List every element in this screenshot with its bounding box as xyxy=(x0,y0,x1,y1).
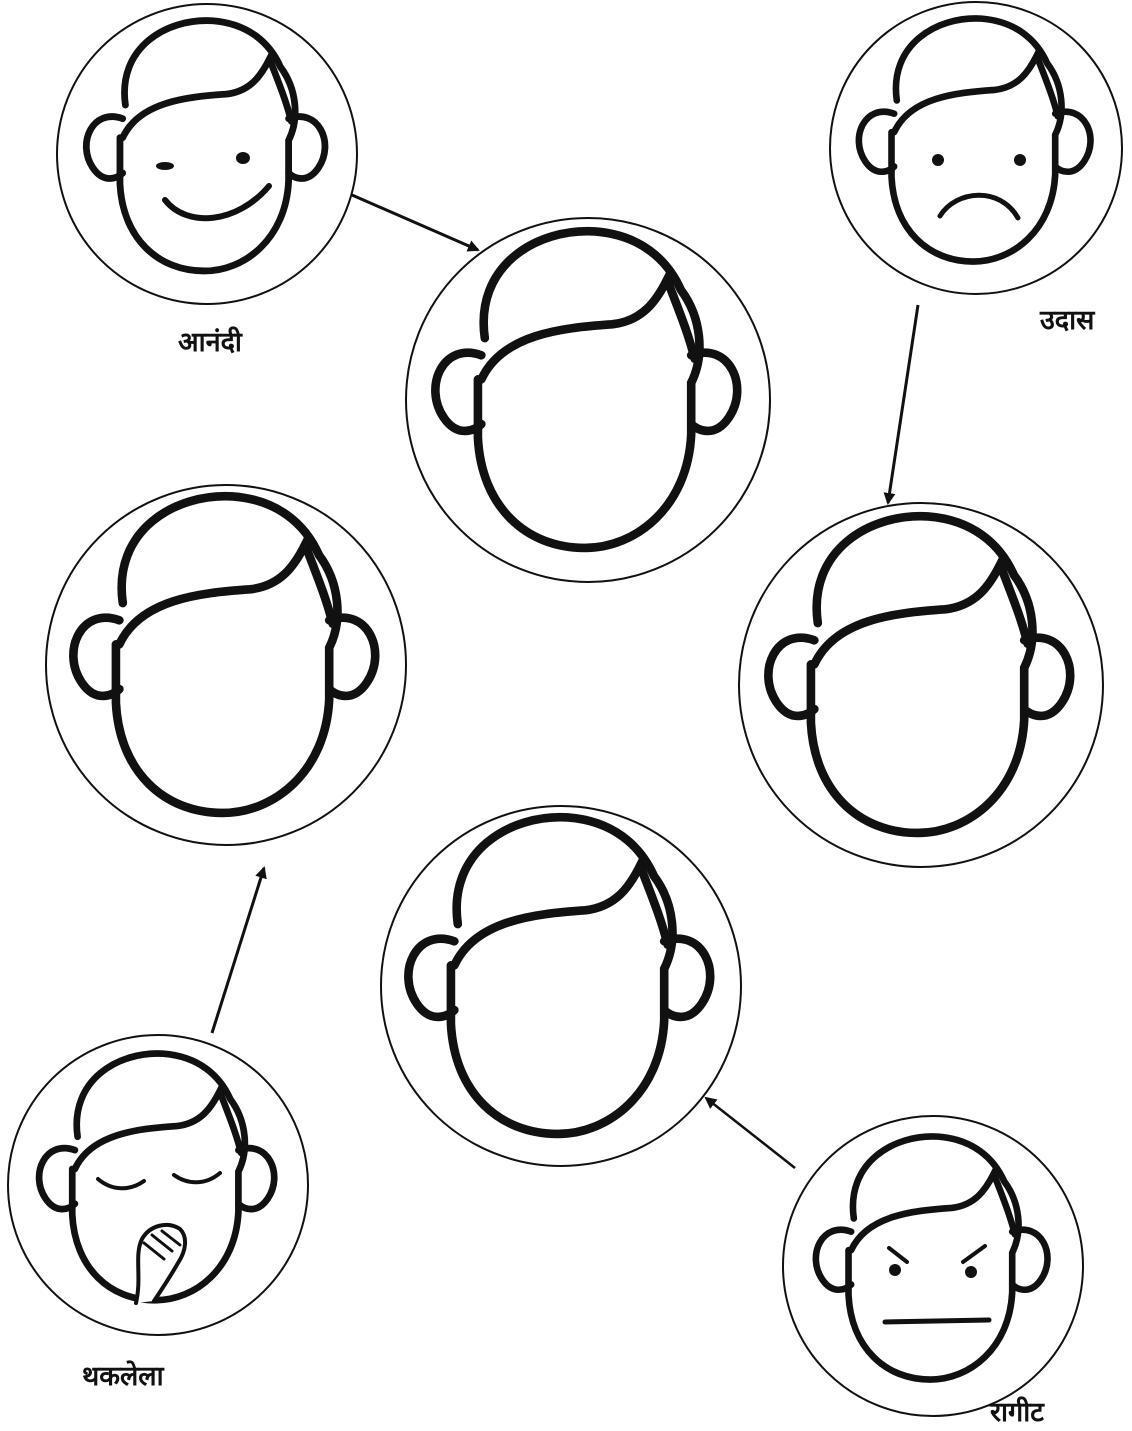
blank-face-1-icon xyxy=(406,218,770,582)
arrow-sad-to-blank xyxy=(888,305,918,503)
arrow-tired-to-blank xyxy=(212,868,264,1033)
arrow-happy-to-blank xyxy=(352,195,478,250)
label-happy: आनंदी xyxy=(178,322,242,359)
angry-face-icon xyxy=(783,1116,1083,1416)
blank-face-3-icon xyxy=(739,503,1103,867)
blank-face-2-icon xyxy=(46,485,406,845)
label-angry: रागीट xyxy=(990,1392,1044,1429)
label-tired: थकलेला xyxy=(82,1356,164,1393)
tired-face-icon xyxy=(8,1035,308,1335)
happy-face-icon xyxy=(57,4,357,304)
label-sad: उदास xyxy=(1040,300,1094,337)
sad-face-icon xyxy=(830,2,1122,294)
blank-face-4-icon xyxy=(381,806,741,1166)
arrow-angry-to-blank xyxy=(706,1098,795,1168)
